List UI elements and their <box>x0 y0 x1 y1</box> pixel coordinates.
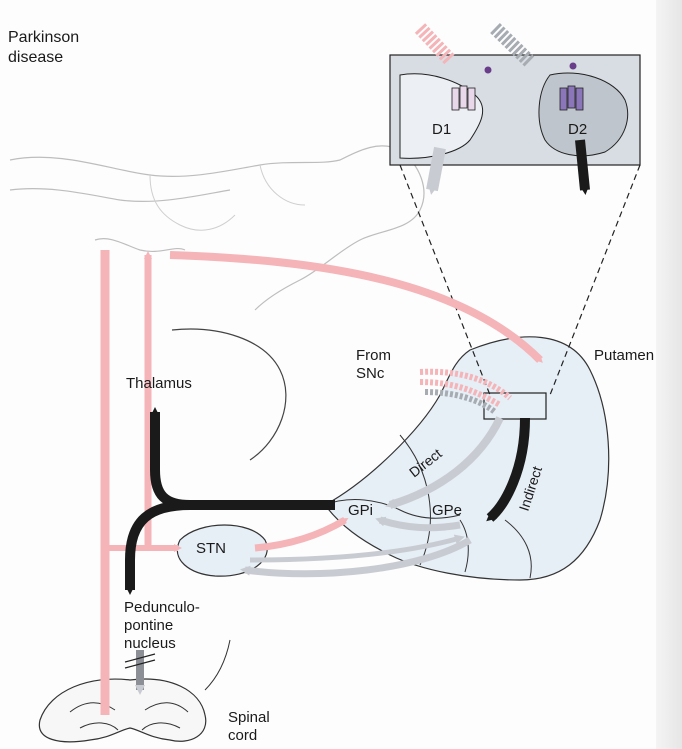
figure-title-line2: disease <box>8 49 63 66</box>
gpe-label: GPe <box>432 502 462 519</box>
putamen-label: Putamen <box>594 347 654 364</box>
page-edge-shadow <box>656 0 682 749</box>
ppn-label-line3: nucleus <box>124 635 176 652</box>
thalamus-outline <box>172 329 286 460</box>
thalamus-label: Thalamus <box>126 375 192 392</box>
from-snc-label-line1: From <box>356 347 391 364</box>
spinal-cord-outline <box>39 679 205 742</box>
d2-output-arrow <box>580 140 585 190</box>
stn-to-gpi-arrow <box>255 520 345 548</box>
cortex-outline <box>10 146 424 310</box>
stn-label: STN <box>196 540 226 557</box>
d1-output-arrow <box>432 148 440 190</box>
spinal-cord-label-line1: Spinal <box>228 709 270 726</box>
d1-receptor-icon <box>452 86 475 110</box>
from-snc-label-line2: SNc <box>356 365 385 382</box>
cortex-gyri <box>150 165 305 230</box>
d2-receptor-icon <box>560 86 583 110</box>
figure-title-line1: Parkinson <box>8 29 79 46</box>
ppn-label-line2: pontine <box>124 617 173 634</box>
ppn-label-line1: Pedunculo- <box>124 599 200 616</box>
gpi-label: GPi <box>348 502 373 519</box>
brainstem-outline <box>205 640 230 690</box>
spinal-cord-label-line2: cord <box>228 727 257 744</box>
gpi-output-arrow <box>155 412 335 505</box>
d2-label: D2 <box>568 121 587 138</box>
d1-label: D1 <box>432 121 451 138</box>
synapse-inset <box>390 55 640 165</box>
